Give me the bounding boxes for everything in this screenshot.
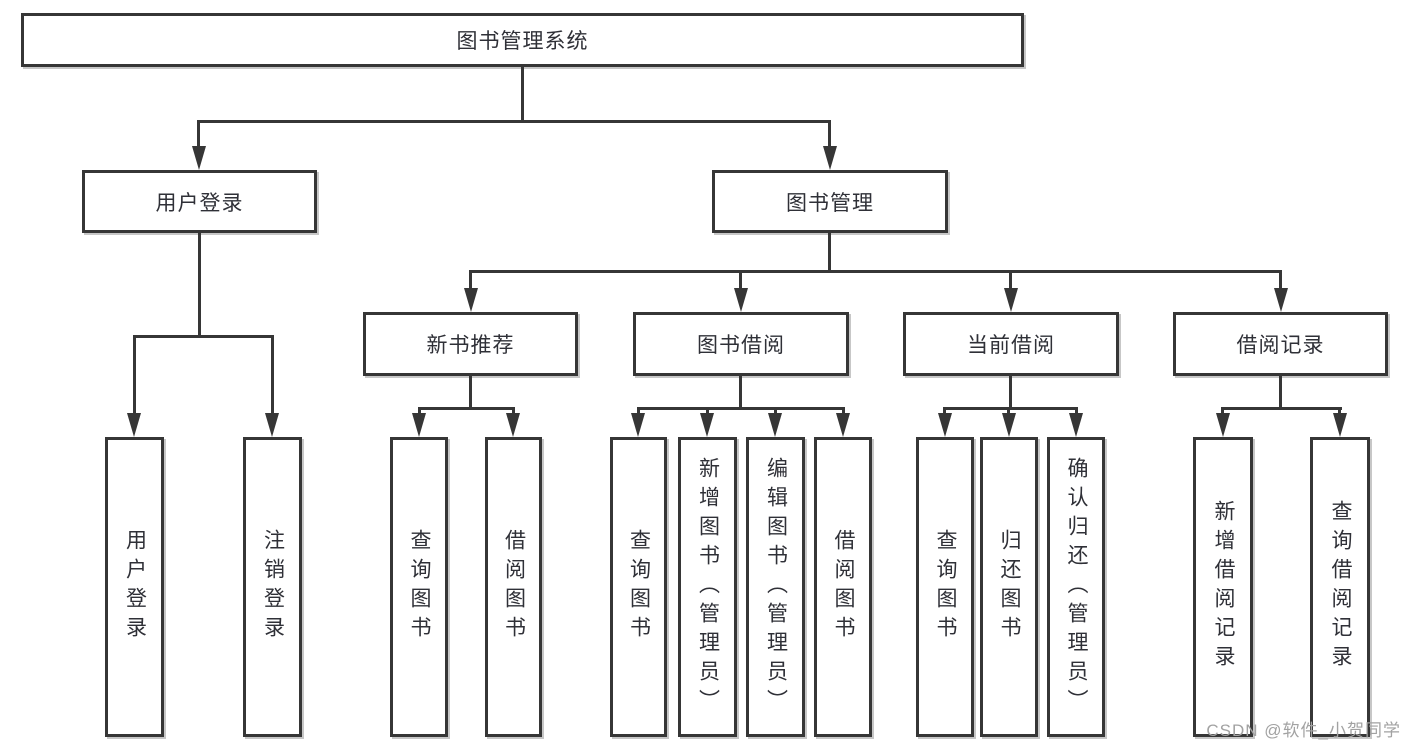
arrow-down-icon	[1069, 413, 1083, 437]
leaf-user-login-label: 用户登录	[123, 529, 147, 645]
arrow-down-icon	[265, 413, 279, 437]
node-new-book-recommend: 新书推荐	[363, 312, 578, 376]
node-root-label: 图书管理系统	[456, 30, 589, 53]
connector-line	[418, 407, 515, 410]
arrow-down-icon	[836, 413, 850, 437]
connector-line	[1279, 271, 1282, 291]
node-new-book-recommend-label: 新书推荐	[426, 334, 515, 357]
leaf-edit-books-admin: 编辑图书（管理员）	[746, 437, 805, 737]
leaf-query-books-borrowing: 查询图书	[610, 437, 667, 737]
leaf-query-books-current: 查询图书	[916, 437, 974, 737]
leaf-borrow-books-borrowing: 借阅图书	[814, 437, 872, 737]
leaf-return-books: 归还图书	[980, 437, 1038, 737]
leaf-add-borrow-record-label: 新增借阅记录	[1212, 500, 1235, 674]
node-book-management: 图书管理	[712, 170, 948, 233]
leaf-confirm-return-admin-label: 确认归还（管理员）	[1065, 456, 1088, 718]
csdn-watermark: CSDN @软件_小贺同学	[1206, 721, 1401, 740]
leaf-borrow-books-borrowing-label: 借阅图书	[832, 529, 855, 645]
connector-line	[133, 336, 136, 416]
node-book-management-label: 图书管理	[786, 191, 874, 215]
arrow-down-icon	[506, 413, 520, 437]
connector-line	[198, 233, 201, 335]
connector-line	[842, 408, 845, 416]
node-current-borrowing-label: 当前借阅	[967, 334, 1055, 357]
connector-line	[1279, 376, 1282, 407]
node-user-login-label: 用户登录	[155, 191, 244, 215]
arrow-down-icon	[464, 288, 478, 312]
connector-line	[133, 335, 274, 338]
connector-line	[197, 121, 200, 149]
leaf-borrow-books-recommend-label: 借阅图书	[502, 529, 526, 645]
arrow-down-icon	[1333, 413, 1347, 437]
connector-line	[1009, 271, 1012, 291]
connector-line	[469, 271, 472, 291]
connector-line	[1007, 408, 1010, 416]
connector-line	[706, 408, 709, 416]
leaf-add-books-admin-label: 新增图书（管理员）	[696, 456, 720, 718]
arrow-down-icon	[768, 413, 782, 437]
connector-line	[1338, 408, 1341, 416]
connector-line	[637, 407, 845, 410]
connector-line	[637, 408, 640, 416]
arrow-down-icon	[734, 288, 748, 312]
leaf-logout: 注销登录	[243, 437, 302, 737]
connector-line	[943, 407, 1078, 410]
leaf-query-books-recommend: 查询图书	[390, 437, 448, 737]
leaf-confirm-return-admin: 确认归还（管理员）	[1047, 437, 1105, 737]
connector-line	[1221, 407, 1342, 410]
arrow-down-icon	[1004, 288, 1018, 312]
arrow-down-icon	[1002, 413, 1016, 437]
node-user-login: 用户登录	[82, 170, 317, 233]
connector-line	[739, 376, 742, 407]
connector-line	[512, 408, 515, 416]
leaf-query-borrow-record: 查询借阅记录	[1310, 437, 1370, 737]
leaf-query-borrow-record-label: 查询借阅记录	[1329, 500, 1352, 674]
leaf-logout-label: 注销登录	[261, 529, 285, 645]
leaf-edit-books-admin-label: 编辑图书（管理员）	[764, 456, 788, 718]
arrow-down-icon	[700, 413, 714, 437]
node-borrowing-records: 借阅记录	[1173, 312, 1388, 376]
connector-line	[774, 408, 777, 416]
connector-line	[828, 121, 831, 149]
leaf-borrow-books-recommend: 借阅图书	[485, 437, 542, 737]
arrow-down-icon	[1274, 288, 1288, 312]
connector-line	[1221, 408, 1224, 416]
connector-line	[943, 408, 946, 416]
arrow-down-icon	[192, 146, 206, 170]
leaf-query-books-current-label: 查询图书	[934, 529, 957, 645]
connector-line	[469, 270, 1282, 273]
connector-line	[271, 336, 274, 416]
node-root: 图书管理系统	[21, 13, 1024, 67]
leaf-user-login: 用户登录	[105, 437, 164, 737]
leaf-query-books-recommend-label: 查询图书	[408, 529, 431, 645]
connector-line	[418, 408, 421, 416]
node-book-borrowing-label: 图书借阅	[697, 334, 785, 357]
connector-line	[197, 120, 831, 123]
leaf-query-books-borrowing-label: 查询图书	[627, 529, 651, 645]
leaf-add-borrow-record: 新增借阅记录	[1193, 437, 1253, 737]
connector-line	[1009, 376, 1012, 407]
connector-line	[521, 67, 524, 121]
arrow-down-icon	[127, 413, 141, 437]
connector-line	[828, 233, 831, 272]
arrow-down-icon	[823, 146, 837, 170]
connector-line	[739, 271, 742, 291]
leaf-add-books-admin: 新增图书（管理员）	[678, 437, 737, 737]
arrow-down-icon	[412, 413, 426, 437]
arrow-down-icon	[1216, 413, 1230, 437]
node-borrowing-records-label: 借阅记录	[1236, 334, 1325, 357]
connector-line	[469, 376, 472, 407]
arrow-down-icon	[631, 413, 645, 437]
arrow-down-icon	[938, 413, 952, 437]
leaf-return-books-label: 归还图书	[998, 529, 1021, 645]
node-book-borrowing: 图书借阅	[633, 312, 849, 376]
node-current-borrowing: 当前借阅	[903, 312, 1119, 376]
connector-line	[1075, 408, 1078, 416]
